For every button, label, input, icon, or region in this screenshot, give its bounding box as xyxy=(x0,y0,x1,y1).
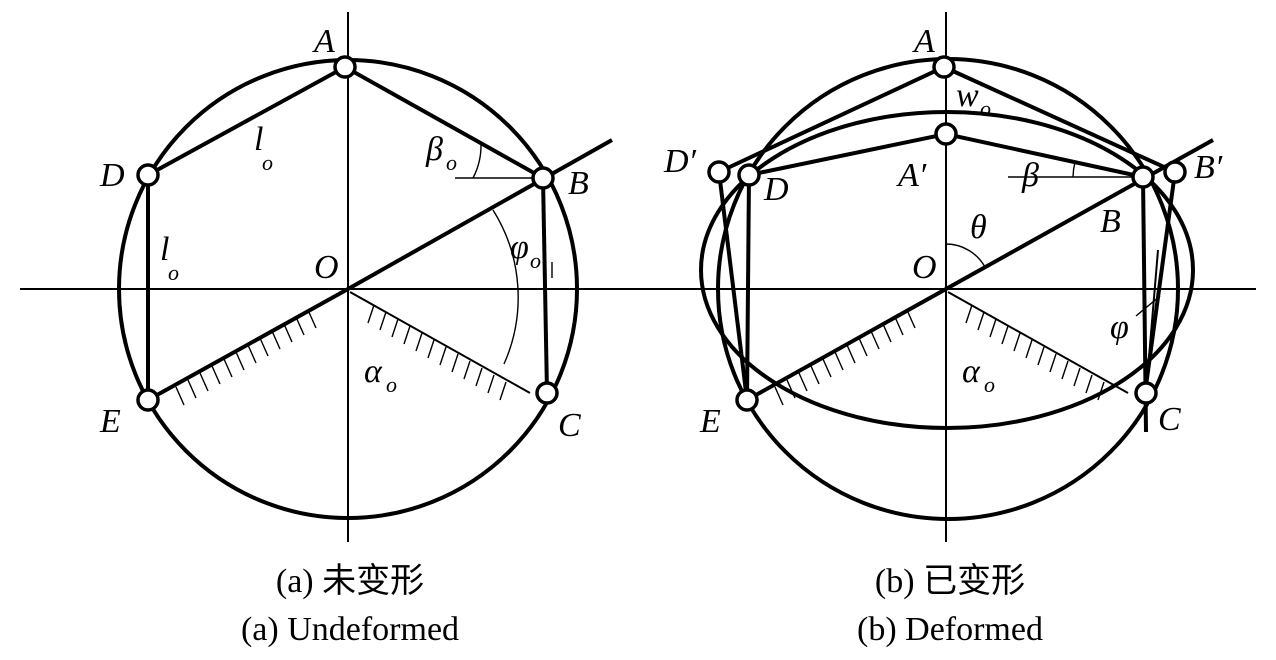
label-D-b: D xyxy=(763,171,789,208)
label-E-b: E xyxy=(699,403,721,440)
phi-arc xyxy=(492,209,519,365)
caption-b-chinese: (b) 已变形 xyxy=(875,562,1025,600)
phi-reference-line xyxy=(1145,249,1159,394)
joint-A xyxy=(333,55,357,79)
joint-A-prime xyxy=(934,122,958,146)
symbol-theta: θ xyxy=(970,209,987,246)
top-links xyxy=(147,64,544,180)
joint-A-b xyxy=(932,55,956,79)
caption-b-english: (b) Deformed xyxy=(857,611,1043,648)
label-B-prime: B′ xyxy=(1194,149,1223,186)
label-D: D xyxy=(99,157,125,194)
joint-E xyxy=(136,388,160,412)
panel-undeformed: A B C D E O l o l o β o φ o α o (a) 未变形 … xyxy=(20,12,640,648)
label-A-b: A xyxy=(912,23,935,60)
symbol-phi-sub: o xyxy=(530,248,541,273)
symbol-l-top-sub: o xyxy=(262,150,273,175)
link-BC xyxy=(541,177,549,394)
joint-D xyxy=(136,163,160,187)
symbol-beta: β xyxy=(425,131,443,168)
label-E: E xyxy=(99,403,121,440)
symbol-phi-b: φ xyxy=(1110,309,1129,346)
phi-pointer xyxy=(1135,295,1161,317)
label-C: C xyxy=(558,407,581,444)
joint-B-prime xyxy=(1163,160,1187,184)
caption-a-english: (a) Undeformed xyxy=(241,611,459,648)
theta-arc xyxy=(945,243,986,268)
joint-C-b xyxy=(1134,381,1158,405)
joint-B xyxy=(531,166,555,190)
symbol-beta-sub: o xyxy=(446,150,457,175)
symbol-alpha-sub-b: o xyxy=(984,372,995,397)
joint-C xyxy=(535,381,559,405)
joint-D-prime xyxy=(707,160,731,184)
symbol-l-left: l xyxy=(160,231,169,268)
ground-hatching-left xyxy=(175,309,317,406)
symbol-alpha-sub: o xyxy=(386,372,397,397)
ground-hatching-right-b xyxy=(947,291,1129,401)
joint-B-b xyxy=(1131,165,1155,189)
joint-E-b xyxy=(735,388,759,412)
link-EO-b xyxy=(746,287,947,402)
label-D-prime: D′ xyxy=(663,143,697,180)
label-A: A xyxy=(312,23,335,60)
label-A-prime: A′ xyxy=(896,157,927,194)
caption-a-chinese: (a) 未变形 xyxy=(276,562,424,600)
symbol-phi: φ xyxy=(510,229,529,266)
label-B-b: B xyxy=(1100,203,1121,240)
symbol-w: w xyxy=(956,77,979,114)
label-B: B xyxy=(568,165,589,202)
symbol-alpha: α xyxy=(364,353,383,390)
beta-arc-b xyxy=(1072,161,1076,178)
symbol-w-sub: o xyxy=(980,96,991,121)
link-D-E xyxy=(745,174,751,401)
symbol-alpha-b: α xyxy=(962,353,981,390)
symbol-beta-b: β xyxy=(1021,157,1039,194)
symbol-l-top: l xyxy=(254,121,263,158)
link-OB-extended xyxy=(347,138,613,291)
label-O: O xyxy=(314,249,339,286)
label-O-b: O xyxy=(912,249,937,286)
beta-arc xyxy=(472,143,482,179)
label-C-b: C xyxy=(1158,401,1181,438)
ground-hatching-left-b xyxy=(774,309,916,406)
panel-deformed: A A′ B B′ C D D′ E O w o β θ φ α o (b) 已… xyxy=(640,12,1256,648)
deformed-ellipse xyxy=(699,110,1195,430)
ground-hatching-right xyxy=(349,291,531,401)
link-EO xyxy=(147,287,349,402)
symbol-l-left-sub: o xyxy=(168,260,179,285)
joint-D-b xyxy=(737,163,761,187)
link-Dprime-E xyxy=(717,171,749,401)
